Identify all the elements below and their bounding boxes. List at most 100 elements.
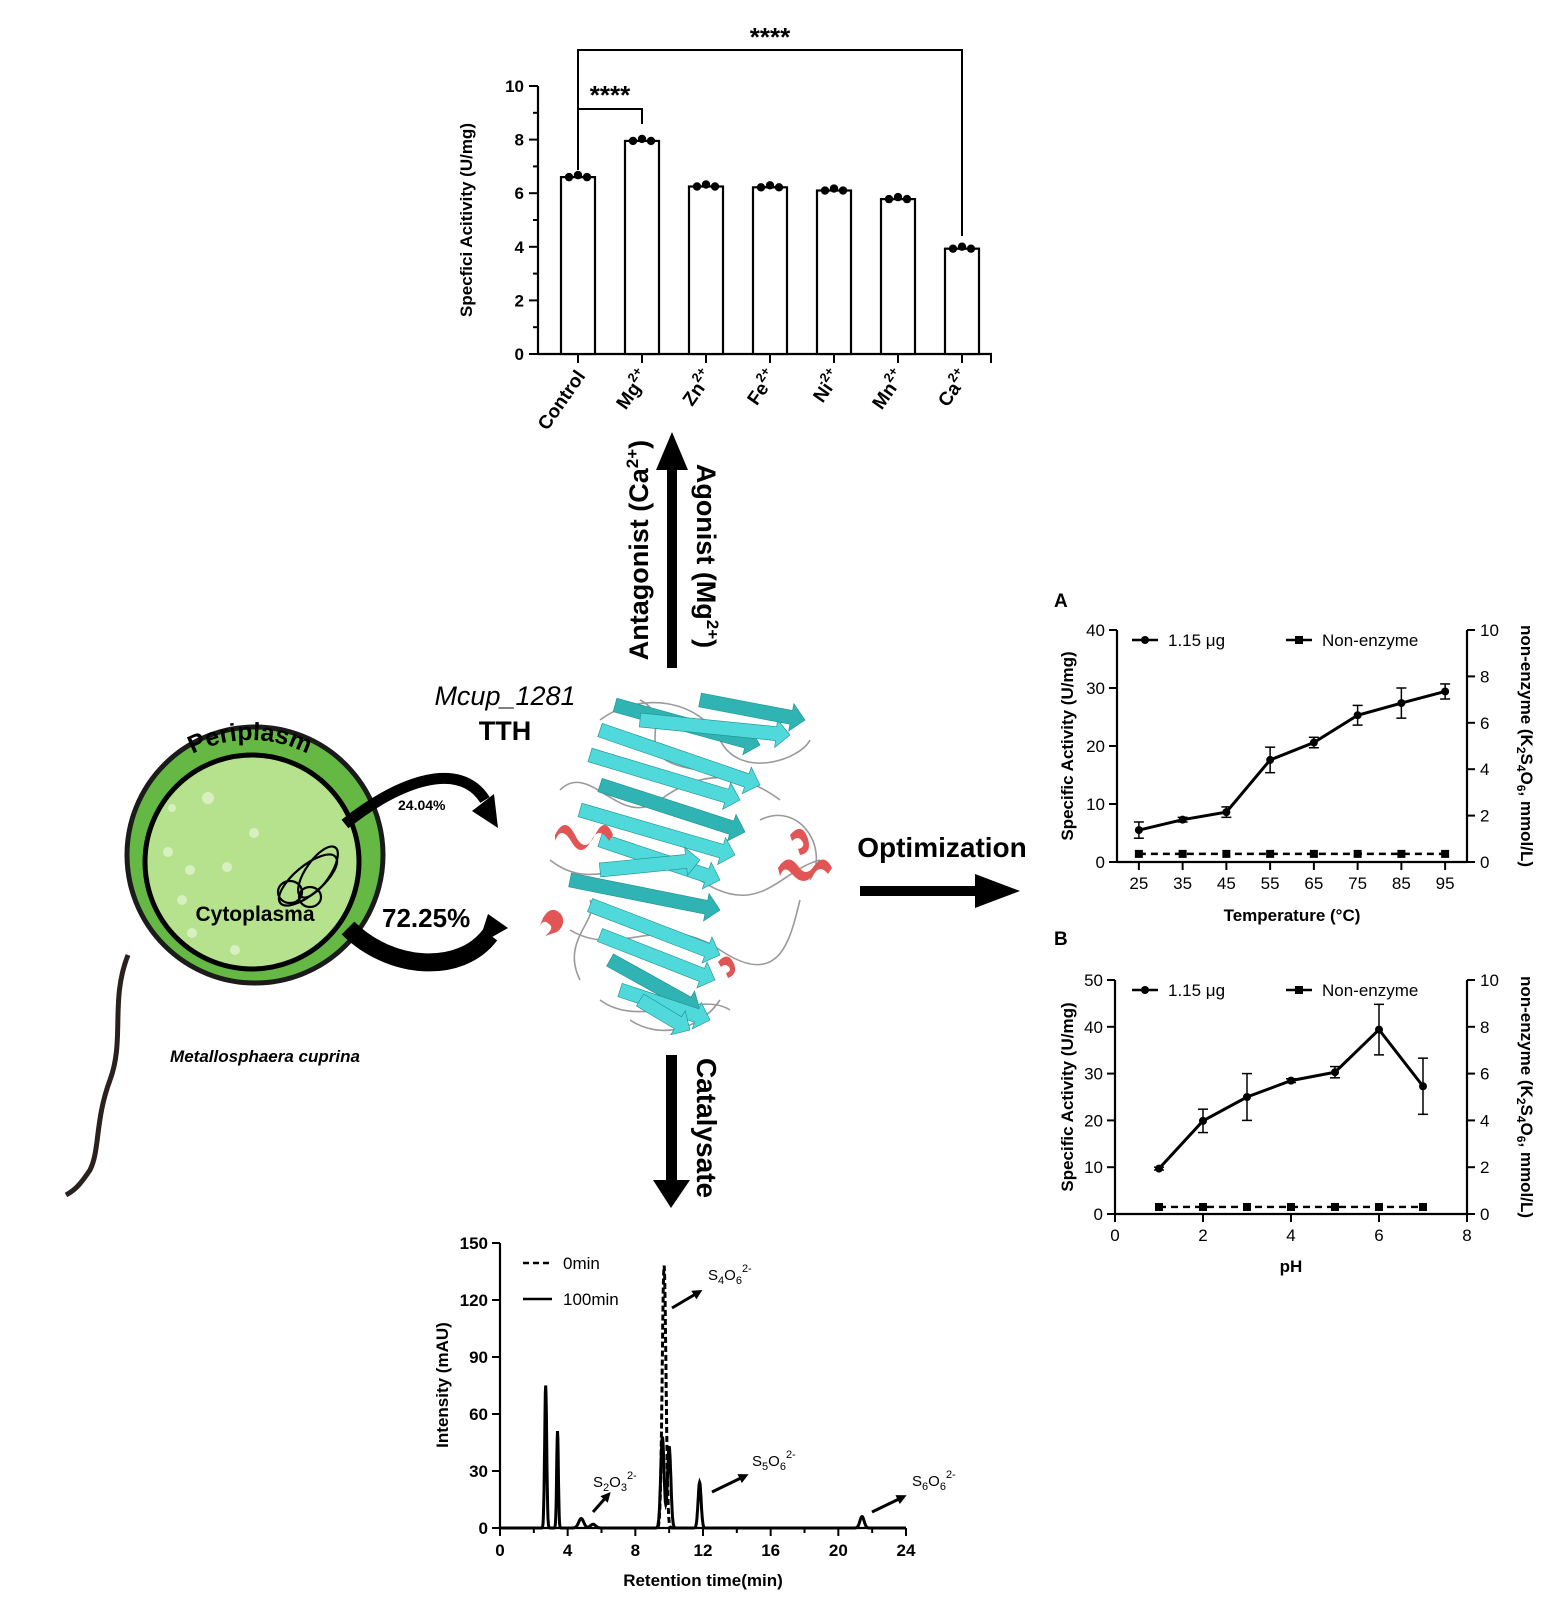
protein-gene-label: Mcup_1281 <box>434 681 575 711</box>
flagellum <box>64 954 131 1198</box>
panel-a-y-axis-label: Specific Activity (U/mg) <box>1058 651 1077 840</box>
bar-0 <box>559 176 597 356</box>
hplc-x-tick-label: 20 <box>829 1541 848 1560</box>
panel-a-series <box>1133 683 1451 858</box>
y2-tick-label: 0 <box>1480 853 1489 872</box>
hplc-y-tick-label: 30 <box>469 1462 488 1481</box>
hplc-y-tick-label: 150 <box>460 1234 488 1253</box>
panel-b-y2-axis-label: non-enzyme (K2S4O6, mmol/L) <box>1514 976 1536 1218</box>
right-arrow-head <box>975 874 1020 908</box>
bar-y-tick-label: 2 <box>515 291 524 310</box>
y-tick-label: 30 <box>1084 1065 1103 1084</box>
nonenzyme-point <box>1243 1202 1251 1211</box>
x-tick-label: 6 <box>1374 1226 1383 1245</box>
ion-arrow-s5o6 <box>711 1474 749 1494</box>
y2-tick-label: 6 <box>1480 714 1489 733</box>
antagonist-label: Antagonist (Ca2+) <box>623 440 654 660</box>
bar-y-tick-label: 0 <box>515 345 524 364</box>
periplasm-flow-arrowhead <box>472 794 498 828</box>
down-arrow-head <box>653 1180 690 1208</box>
x-tick-label: 8 <box>1462 1226 1471 1245</box>
panel-a-legend-enzyme: 1.15 μg <box>1168 631 1225 650</box>
y-tick-label: 20 <box>1086 737 1105 756</box>
periplasm-percentage: 24.04% <box>398 797 446 813</box>
panel-a-legend: 1.15 μg Non-enzyme <box>1132 631 1418 650</box>
cytoplasm-flow-arrow <box>341 921 498 972</box>
hplc-y-axis-label: Intensity (mAU) <box>433 1322 452 1448</box>
bar-x-tick-label-4: Ni2+ <box>805 364 846 407</box>
y2-tick-label: 4 <box>1480 760 1489 779</box>
organism-label: Metallosphaera cuprina <box>170 1047 360 1066</box>
nonenzyme-point <box>1419 1202 1427 1211</box>
nonenzyme-point <box>1309 849 1318 858</box>
panel-a-legend-nonenzyme: Non-enzyme <box>1322 631 1418 650</box>
hplc-y-tick-label: 0 <box>479 1519 488 1538</box>
enzyme-point <box>1243 1093 1251 1101</box>
down-arrow-shaft <box>666 1055 677 1185</box>
bar-1 <box>623 139 661 356</box>
panel-b-legend-enzyme: 1.15 μg <box>1168 981 1225 1000</box>
hplc-series <box>500 1265 906 1530</box>
cytoplasm-percentage: 72.25% <box>382 903 470 933</box>
enzyme-point <box>1266 755 1275 764</box>
nonenzyme-point <box>1222 849 1231 858</box>
hplc-x-tick-label: 24 <box>897 1541 916 1560</box>
hplc-x-tick-label: 12 <box>694 1541 713 1560</box>
hplc-trace-100min <box>500 1385 906 1530</box>
y-tick-label: 0 <box>1096 853 1105 872</box>
sig-bracket-ca <box>577 49 963 236</box>
hplc-legend-0min: 0min <box>563 1254 600 1273</box>
ion-arrow-s2o3 <box>591 1492 611 1513</box>
y-tick-label: 10 <box>1086 795 1105 814</box>
y-tick-label: 0 <box>1094 1205 1103 1224</box>
enzyme-point <box>1331 1068 1339 1077</box>
x-tick-label: 35 <box>1173 874 1192 893</box>
tth-protein-structure <box>539 692 832 1036</box>
bar-x-tick-label-6: Ca2+ <box>930 364 974 411</box>
bar-marks <box>559 134 992 363</box>
beta-strand <box>587 747 741 810</box>
y2-tick-label: 6 <box>1480 1065 1489 1084</box>
optimization-label: Optimization <box>857 832 1027 863</box>
y2-tick-label: 2 <box>1480 807 1489 826</box>
panel-a-x-axis-label: Temperature (°C) <box>1224 906 1361 925</box>
hplc-legend: 0min 100min <box>523 1254 619 1309</box>
enzyme-point <box>1287 1076 1295 1085</box>
hplc-y-tick-label: 120 <box>460 1291 488 1310</box>
bar-x-tick-label-2: Zn2+ <box>675 364 718 410</box>
y-tick-label: 40 <box>1086 621 1105 640</box>
x-tick-label: 75 <box>1348 874 1367 893</box>
enzyme-point <box>1222 808 1231 817</box>
bar-2 <box>687 185 725 356</box>
hplc-legend-100min: 100min <box>563 1290 619 1309</box>
panel-b-legend: 1.15 μg Non-enzyme <box>1132 981 1418 1000</box>
y-tick-label: 10 <box>1084 1158 1103 1177</box>
agonist-arrow-group: Antagonist (Ca2+) Agonist (Mg2+) <box>623 432 722 668</box>
ion-label-s4o6: S4O62- <box>708 1263 752 1287</box>
panel-b-y-axis-label: Specific Activity (U/mg) <box>1058 1002 1077 1191</box>
beta-strand <box>635 993 691 1036</box>
enzyme-line <box>1138 690 1446 832</box>
enzyme-point <box>1397 699 1406 708</box>
protein-beta-strands <box>568 692 806 1036</box>
panel-b-letter: B <box>1054 929 1068 950</box>
bar-y-tick-label: 6 <box>515 184 524 203</box>
up-arrow-shaft <box>667 468 677 668</box>
enzyme-point <box>1353 711 1362 720</box>
right-arrow-shaft <box>860 886 980 896</box>
hplc-x-tick-label: 8 <box>631 1541 640 1560</box>
x-tick-label: 0 <box>1110 1226 1119 1245</box>
x-tick-label: 4 <box>1286 1226 1295 1245</box>
nonenzyme-point <box>1353 849 1362 858</box>
beta-strand <box>597 722 761 795</box>
sig-label-ca: **** <box>750 22 791 52</box>
optimization-arrow-group: Optimization <box>857 832 1027 908</box>
bar-x-tick-label-5: Mn2+ <box>865 364 911 414</box>
